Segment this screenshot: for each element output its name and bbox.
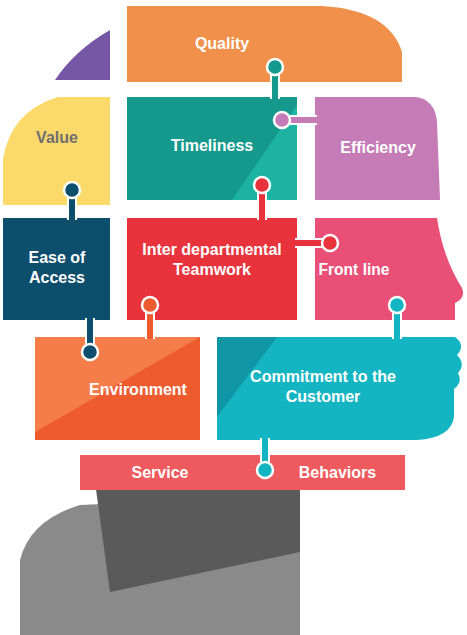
knob-head	[82, 344, 98, 360]
knob-head	[322, 235, 338, 251]
text-area: Commitment to the Customer	[223, 353, 423, 421]
value-piece: Value	[3, 97, 110, 205]
piece-label: Behaviors	[299, 463, 376, 483]
text-area: Service	[80, 455, 240, 490]
corner-piece	[55, 30, 110, 80]
knob-head	[257, 462, 273, 478]
puzzle-knob	[257, 438, 273, 478]
puzzle-knob	[64, 182, 80, 220]
text-area: Inter departmental Teamwork	[131, 228, 293, 292]
text-area: Environment	[77, 375, 199, 405]
piece-label: Value	[36, 128, 78, 148]
commitment-piece: Commitment to the Customer	[217, 337, 467, 440]
text-area: Behaviors	[270, 455, 405, 490]
knob-head	[274, 112, 290, 128]
piece-label: Commitment to the Customer	[226, 367, 420, 407]
text-area: Ease of Access	[9, 232, 105, 304]
piece-shape	[3, 97, 110, 205]
text-area: Timeliness	[137, 121, 287, 171]
knob-head	[254, 177, 270, 193]
service-behaviors-band: Service Behaviors	[80, 455, 405, 490]
knob-head	[389, 297, 405, 313]
neck	[95, 482, 300, 592]
text-area: Front line	[315, 256, 393, 284]
puzzle-knob	[267, 59, 283, 99]
puzzle-knob	[82, 318, 98, 360]
piece-label: Quality	[195, 34, 249, 54]
text-area: Efficiency	[323, 123, 433, 173]
puzzle-knob	[254, 177, 270, 220]
quality-piece: Quality	[127, 4, 402, 82]
piece-label: Environment	[89, 380, 187, 400]
puzzle-knob	[274, 112, 317, 128]
piece-label: Efficiency	[340, 138, 416, 158]
piece-label: Front line	[318, 260, 389, 279]
piece-label: Service	[132, 463, 189, 483]
piece-label: Timeliness	[171, 136, 253, 156]
knob-head	[142, 297, 158, 313]
puzzle-knob	[295, 235, 338, 251]
puzzle-knob	[389, 297, 405, 339]
piece-shape	[127, 4, 402, 82]
environment-piece: Environment	[35, 337, 200, 440]
ease-of-access-piece: Ease of Access	[3, 218, 110, 320]
efficiency-piece: Efficiency	[315, 97, 440, 200]
knob-head	[267, 59, 283, 75]
knob-head	[64, 182, 80, 198]
piece-label: Ease of Access	[12, 248, 102, 288]
piece-label: Inter departmental Teamwork	[134, 240, 290, 280]
timeliness-piece: Timeliness	[127, 97, 297, 200]
puzzle-knob	[142, 297, 158, 339]
text-area: Value	[7, 113, 107, 163]
